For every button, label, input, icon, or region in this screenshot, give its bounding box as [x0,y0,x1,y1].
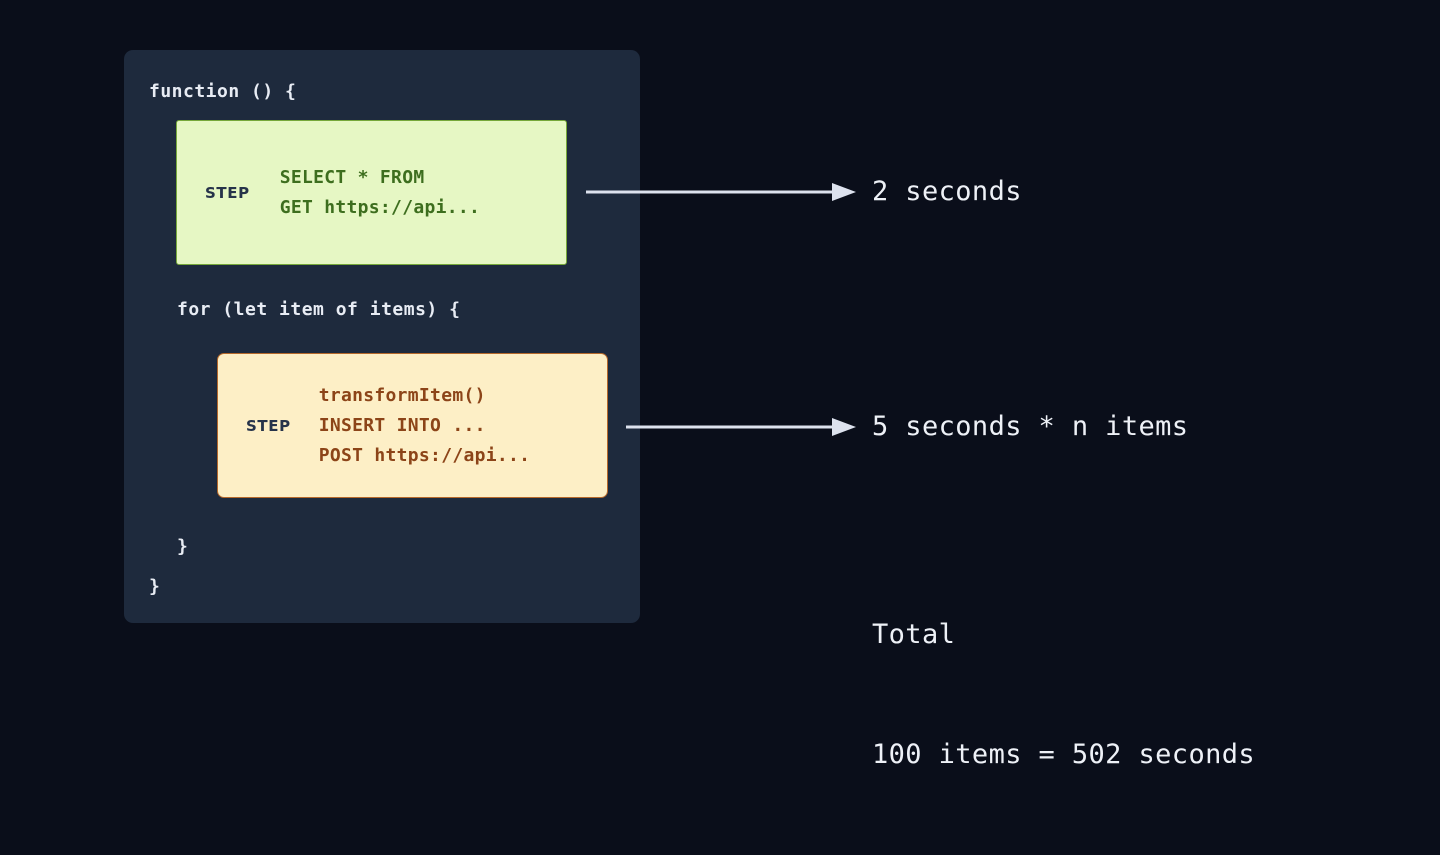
code-panel: function () { STEP SELECT * FROM GET htt… [124,50,640,623]
arrow-right-icon [586,183,856,201]
step-code-lines: SELECT * FROM GET https://api... [279,166,481,218]
arrow-step-1-to-annotation [586,180,856,204]
step-badge: STEP [246,416,291,435]
step-badge: STEP [205,183,250,202]
total-label: Total [872,619,956,650]
step-block-1[interactable]: STEP SELECT * FROM GET https://api... [176,120,567,265]
code-line-close-inner-brace: } [177,536,189,557]
arrow-step-2-to-annotation [626,415,856,439]
step-code-lines: transformItem() INSERT INTO ... POST htt… [318,384,531,466]
annotation-step-2-duration: 5 seconds * n items [872,411,1189,442]
total-value: 100 items = 502 seconds [872,739,1256,770]
annotation-step-1-duration: 2 seconds [872,176,1022,207]
code-line-for-loop: for (let item of items) { [177,299,461,320]
arrow-right-icon [626,418,856,436]
diagram-canvas: function () { STEP SELECT * FROM GET htt… [124,50,1255,770]
total-summary: Total 100 items = 502 seconds [872,535,1255,855]
code-line-function-header: function () { [149,81,297,102]
step-block-2[interactable]: STEP transformItem() INSERT INTO ... POS… [217,353,608,498]
code-line-close-outer-brace: } [149,576,161,597]
